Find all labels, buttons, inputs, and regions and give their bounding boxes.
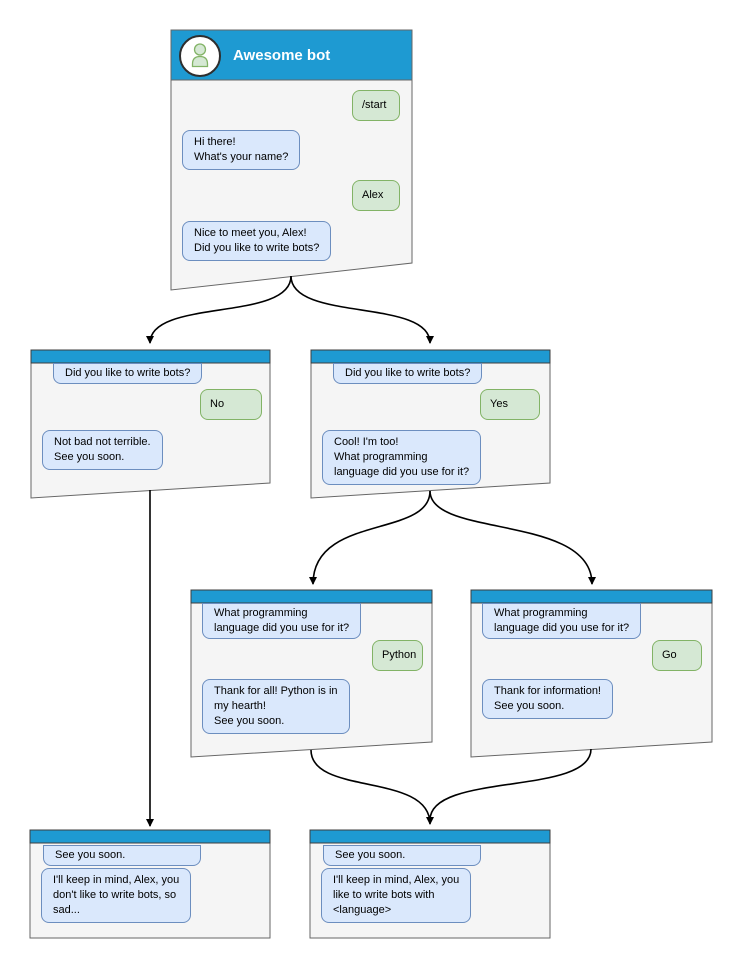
bot-message-bubble: Nice to meet you, Alex! Did you like to … [182,221,332,261]
connector-go-to-end [429,748,592,821]
connector-start-to-no [146,275,292,344]
bot-message-bubble: Hi there! What's your name? [182,130,301,170]
bot-message-bubble-continued: Did you like to write bots? [333,363,483,384]
user-message-bubble: Alex [352,180,400,211]
bot-message-bubble: Not bad not terrible. See you soon. [42,430,163,470]
bot-title: Awesome bot [233,47,331,64]
bot-message-bubble: Cool! I'm too! What programming language… [322,430,482,485]
person-icon [191,43,209,68]
connector-start-to-yes [290,275,434,344]
connector-yes-to-go [429,490,596,585]
bot-message-bubble-continued: What programming language did you use fo… [482,603,642,639]
bot-message-bubble-continued: Did you like to write bots? [53,363,203,384]
user-message-bubble: Yes [480,389,540,420]
start-window-header [170,29,413,81]
end-yes-header-strip [309,829,551,844]
bot-message-bubble-continued: What programming language did you use fo… [202,603,362,639]
bot-message-bubble: Thank for information! See you soon. [482,679,613,719]
bot-message-bubble: I'll keep in mind, Alex, you don't like … [41,868,192,923]
user-message-bubble: No [200,389,262,420]
bot-message-bubble: Thank for all! Python is in my hearth! S… [202,679,350,734]
connector-python-to-end [310,749,434,825]
bot-message-bubble-continued: See you soon. [323,845,481,866]
user-message-bubble: Go [652,640,702,671]
user-message-bubble: Python [372,640,423,671]
end-no-header-strip [29,829,271,844]
user-message-bubble: /start [352,90,400,121]
bot-avatar [179,35,221,77]
bot-message-bubble: I'll keep in mind, Alex, you like to wri… [321,868,472,923]
connector-yes-to-python [309,490,431,585]
bot-message-bubble-continued: See you soon. [43,845,201,866]
